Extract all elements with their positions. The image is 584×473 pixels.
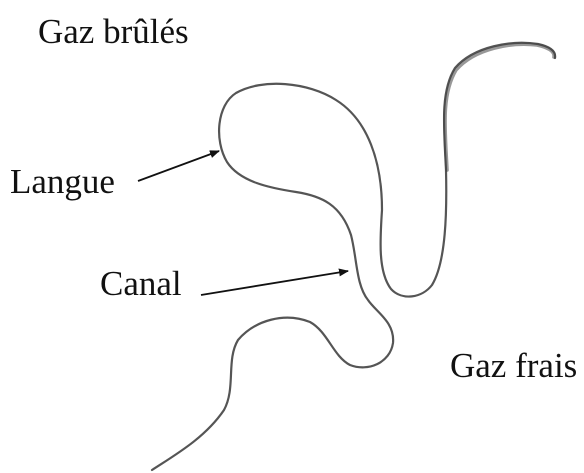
burned-gas-label: Gaz brûlés — [38, 14, 189, 49]
fresh-gas-label: Gaz frais — [450, 348, 577, 383]
canal-label: Canal — [100, 266, 182, 301]
canal-arrow — [201, 271, 348, 295]
flame-front-shading — [445, 44, 554, 170]
flame-front-curve — [152, 43, 555, 470]
langue-arrow — [138, 151, 219, 181]
langue-label: Langue — [10, 164, 115, 199]
